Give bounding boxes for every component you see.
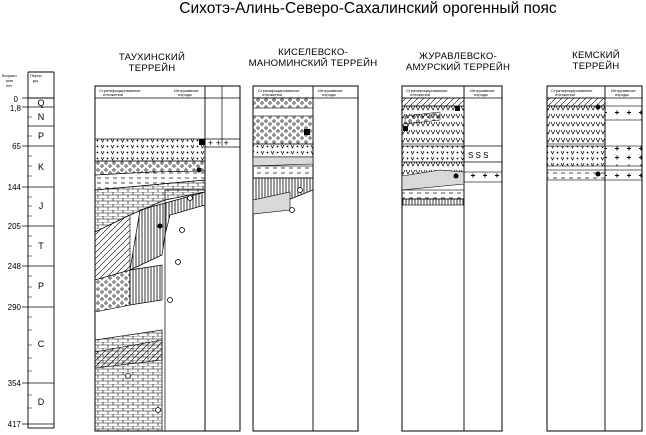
intrusive-header: Интрузивные (318, 88, 343, 93)
age-label: 65 (12, 142, 21, 151)
age-header-line: Возраст (2, 73, 17, 78)
terrane-title-line: ТАУХИНСКИЙ (118, 52, 186, 63)
terrane-title-line: МАНОМИНСКИЙ ТЕРРЕЙН (248, 58, 378, 69)
age-label: 248 (8, 262, 22, 271)
svg-text:S S S: S S S (468, 151, 488, 160)
intrusive-header: породы (178, 92, 192, 97)
column-kiselevsko: Стратифицированные отложения Интрузивные… (252, 85, 359, 432)
age-header-line: лет (6, 83, 12, 88)
column-kemsky: Стратифицированные отложения Интрузивные… (546, 85, 643, 432)
terrane-title-line: КЕМСКИЙ (572, 50, 620, 61)
stratified-header: отложения (262, 92, 282, 97)
svg-text:+ + +: + + + (208, 138, 229, 148)
age-label: 144 (8, 183, 22, 192)
period-label: K (38, 162, 44, 172)
column-zhuravlevsko: Стратифицированные отложения Интрузивные… (401, 85, 503, 432)
period-header-line: Перио (30, 73, 43, 78)
period-header-line: ды (33, 78, 38, 83)
terrane-title-line: ТЕРРЕЙН (572, 61, 620, 72)
column-taukhinsky: Стратифицированные отложения Интрузивные… (94, 85, 241, 432)
stratified-header: отложения (410, 92, 430, 97)
terrane-title-kiselevsko: КИСЕЛЕВСКО- МАНОМИНСКИЙ ТЕРРЕЙН (248, 47, 378, 69)
period-label: P (38, 131, 44, 141)
stratified-header: отложения (555, 92, 575, 97)
age-header-line: млн (6, 78, 13, 83)
age-label: 205 (8, 222, 22, 231)
intrusive-header: Интрузивные (470, 88, 495, 93)
stratified-header: Стратифицированные (551, 88, 593, 93)
stratified-header: отложения (103, 92, 123, 97)
age-label: 1,8 (10, 104, 22, 113)
terrane-title-kemsky: КЕМСКИЙ ТЕРРЕЙН (548, 50, 644, 72)
period-label: J (39, 201, 44, 211)
terrane-title-zhuravlevsko: ЖУРАВЛЕВСКО- АМУРСКИЙ ТЕРРЕЙН (398, 51, 518, 73)
terrane-title-line: ЖУРАВЛЕВСКО- (419, 51, 497, 62)
intrusive-header: породы (615, 92, 629, 97)
terrane-title-taukhinsky: ТАУХИНСКИЙ ТЕРРЕЙН (92, 52, 212, 74)
period-label: D (38, 397, 45, 407)
period-label: N (38, 112, 45, 122)
stratified-header: Стратифицированные (99, 88, 141, 93)
terrane-title-line: КИСЕЛЕВСКО- (278, 47, 348, 58)
intrusive-header: породы (474, 92, 488, 97)
stratified-header: Стратифицированные (258, 88, 300, 93)
intrusive-header: породы (322, 92, 336, 97)
period-column (27, 97, 55, 429)
period-label: P (38, 281, 44, 291)
stratified-header: Стратифицированные (406, 88, 448, 93)
period-label: Q (37, 98, 44, 108)
terrane-title-line: ТЕРРЕЙН (128, 63, 176, 74)
age-label: 0 (14, 95, 19, 104)
terrane-title-line: АМУРСКИЙ ТЕРРЕЙН (405, 62, 511, 73)
age-label: 417 (8, 420, 22, 429)
intrusive-header: Интрузивные (611, 88, 636, 93)
period-label: C (38, 339, 45, 349)
intrusive-header: Интрузивные (174, 88, 199, 93)
page-title: Сихотэ-Алинь-Северо-Сахалинский орогенны… (179, 0, 557, 17)
age-label: 354 (8, 379, 22, 388)
period-label: T (38, 241, 44, 251)
age-label: 290 (8, 303, 22, 312)
time-scale: Возраст млн лет Перио ды (2, 71, 55, 429)
